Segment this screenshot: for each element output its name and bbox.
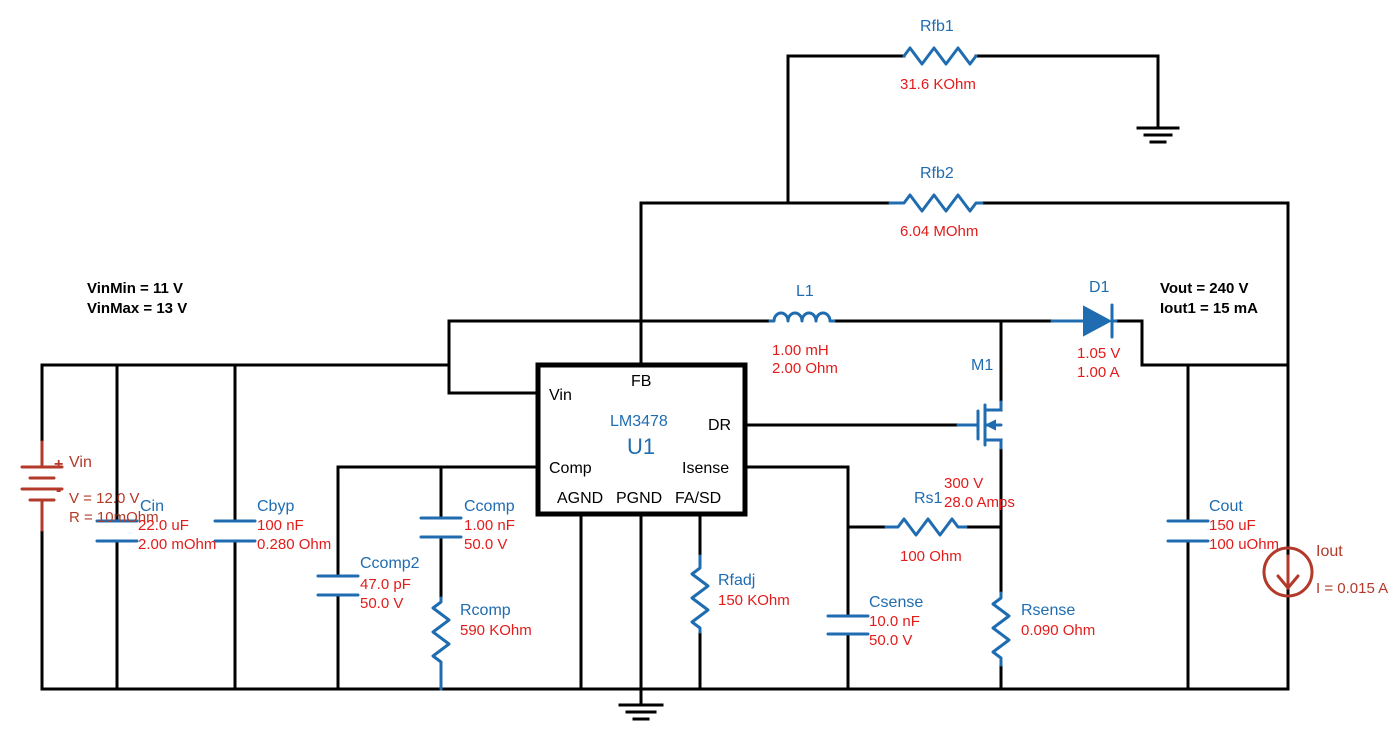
capacitor-cin[interactable] bbox=[95, 519, 139, 543]
label-cout-value1: 150 uF bbox=[1209, 517, 1256, 534]
resistor-rfb1[interactable] bbox=[902, 46, 978, 66]
label-rcomp-name: Rcomp bbox=[460, 602, 511, 619]
pin-fasd: FA/SD bbox=[675, 490, 721, 507]
label-d1-value1: 1.05 V bbox=[1077, 345, 1120, 362]
label-cout-value2: 100 uOhm bbox=[1209, 536, 1279, 553]
label-vin-plus: + bbox=[54, 456, 63, 473]
label-rfadj-value: 150 KOhm bbox=[718, 592, 790, 609]
label-rs1-name: Rs1 bbox=[914, 490, 943, 507]
label-ccomp-name: Ccomp bbox=[464, 498, 515, 515]
label-cin-name: Cin bbox=[140, 498, 164, 515]
label-rfb1-value: 31.6 KOhm bbox=[900, 76, 976, 93]
label-csense-name: Csense bbox=[869, 594, 923, 611]
label-m1-name: M1 bbox=[971, 357, 993, 374]
ic-u1[interactable]: Vin FB DR Comp Isense AGND PGND FA/SD LM… bbox=[535, 362, 748, 517]
label-l1-value2: 2.00 Ohm bbox=[772, 360, 838, 377]
pin-comp: Comp bbox=[549, 460, 592, 477]
label-rsense-value: 0.090 Ohm bbox=[1021, 622, 1095, 639]
label-cin-value2: 2.00 mOhm bbox=[138, 536, 216, 553]
label-csense-value1: 10.0 nF bbox=[869, 613, 920, 630]
label-rfadj-name: Rfadj bbox=[718, 572, 755, 589]
resistor-rfadj[interactable] bbox=[690, 554, 710, 634]
resistor-rsense[interactable] bbox=[991, 591, 1011, 667]
label-vin-value2: R = 10mOhm bbox=[69, 509, 159, 526]
wires bbox=[40, 54, 1290, 705]
label-ccomp2-value2: 50.0 V bbox=[360, 595, 403, 612]
label-rsense-name: Rsense bbox=[1021, 602, 1075, 619]
label-rs1-value: 100 Ohm bbox=[900, 548, 962, 565]
spec-iout1: Iout1 = 15 mA bbox=[1160, 300, 1258, 317]
label-ccomp-value2: 50.0 V bbox=[464, 536, 507, 553]
label-m1-value1: 300 V bbox=[944, 475, 983, 492]
label-rcomp-value: 590 KOhm bbox=[460, 622, 532, 639]
label-vin-value1: V = 12.0 V bbox=[69, 490, 139, 507]
mosfet-m1[interactable] bbox=[956, 400, 1003, 450]
label-m1-value2: 28.0 Amps bbox=[944, 494, 1015, 511]
label-rfb2-value: 6.04 MOhm bbox=[900, 223, 978, 240]
spec-vin-min: VinMin = 11 V bbox=[87, 280, 183, 297]
diode-d1[interactable] bbox=[1050, 303, 1118, 339]
resistor-rfb2[interactable] bbox=[888, 193, 984, 213]
label-ccomp-value1: 1.00 nF bbox=[464, 517, 515, 534]
label-l1-value1: 1.00 mH bbox=[772, 342, 829, 359]
ic-ref-label: U1 bbox=[627, 434, 655, 459]
spec-vin-max: VinMax = 13 V bbox=[87, 300, 187, 317]
capacitor-cout[interactable] bbox=[1166, 519, 1210, 543]
pin-fb: FB bbox=[631, 373, 651, 390]
inductor-l1[interactable] bbox=[768, 311, 836, 323]
label-vin-minus: - bbox=[56, 482, 61, 499]
label-iout-value: I = 0.015 A bbox=[1316, 580, 1388, 597]
pin-dr: DR bbox=[708, 417, 731, 434]
pin-isense: Isense bbox=[682, 460, 729, 477]
voltage-source-vin[interactable] bbox=[20, 440, 64, 532]
current-source-iout[interactable] bbox=[1262, 546, 1314, 598]
resistor-rs1[interactable] bbox=[884, 517, 968, 537]
resistor-rcomp[interactable] bbox=[431, 596, 451, 691]
label-d1-name: D1 bbox=[1089, 279, 1110, 296]
label-cin-value1: 22.0 uF bbox=[138, 517, 189, 534]
pin-vin: Vin bbox=[549, 387, 572, 404]
pin-pgnd: PGND bbox=[616, 490, 662, 507]
label-rfb2-name: Rfb2 bbox=[920, 165, 954, 182]
label-ccomp2-value1: 47.0 pF bbox=[360, 576, 411, 593]
label-cbyp-value2: 0.280 Ohm bbox=[257, 536, 331, 553]
label-cbyp-value1: 100 nF bbox=[257, 517, 304, 534]
capacitor-ccomp[interactable] bbox=[419, 516, 463, 539]
label-iout-name: Iout bbox=[1316, 543, 1343, 560]
capacitor-ccomp2[interactable] bbox=[316, 574, 360, 597]
label-rfb1-name: Rfb1 bbox=[920, 18, 954, 35]
label-l1-name: L1 bbox=[796, 283, 814, 300]
ground-symbol-bottom bbox=[618, 703, 664, 721]
label-ccomp2-name: Ccomp2 bbox=[360, 555, 420, 572]
capacitor-cbyp[interactable] bbox=[213, 519, 257, 543]
label-d1-value2: 1.00 A bbox=[1077, 364, 1120, 381]
ground-symbol-top bbox=[1136, 126, 1180, 144]
capacitor-csense[interactable] bbox=[826, 614, 870, 636]
ic-part-label: LM3478 bbox=[610, 413, 668, 430]
label-csense-value2: 50.0 V bbox=[869, 632, 912, 649]
spec-vout: Vout = 240 V bbox=[1160, 280, 1249, 297]
label-vin-name: Vin bbox=[69, 454, 92, 471]
pin-agnd: AGND bbox=[557, 490, 603, 507]
label-cbyp-name: Cbyp bbox=[257, 498, 294, 515]
label-cout-name: Cout bbox=[1209, 498, 1243, 515]
